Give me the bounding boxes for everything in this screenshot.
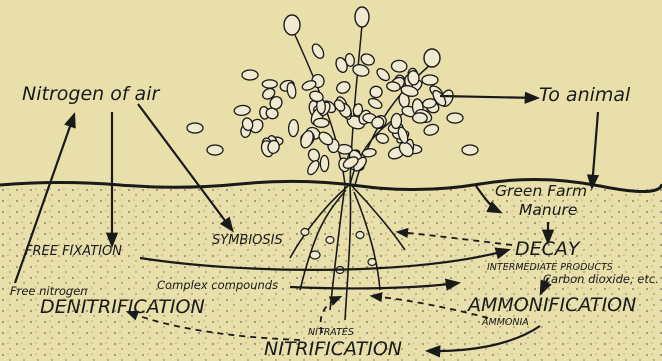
clover-leaf [288, 119, 299, 136]
nitrogen-of-air-label: Nitrogen of air [22, 85, 159, 104]
clover-leaf [423, 123, 440, 137]
clover-leaf [375, 66, 392, 83]
denitrification-label: DENITRIFICATION [40, 298, 205, 317]
ammonia-label: AMMONIA [482, 318, 529, 328]
clover-leaf [412, 112, 427, 123]
decay-label: DECAY [515, 240, 580, 259]
to-animal-label: To animal [539, 86, 630, 105]
clover-leaf [320, 156, 328, 172]
arrow-plant-to-animal [440, 96, 537, 98]
ammonification-label: AMMONIFICATION [468, 296, 636, 315]
clover-leaf [370, 86, 382, 98]
clover-leaf [367, 97, 383, 111]
clover-leaf [234, 105, 251, 116]
clover-leaf [305, 159, 321, 177]
clover-leaf [462, 145, 478, 155]
clover-leaf [207, 145, 223, 155]
clover-leaf [314, 118, 329, 127]
complex-compounds-label: Complex compounds [157, 280, 278, 292]
manure-label: Manure [519, 203, 577, 219]
clover-leaf [422, 75, 438, 85]
clover-leaf [262, 80, 277, 88]
clover-leaf [391, 60, 407, 72]
free-fixation-label: FREE FIXATION [25, 245, 122, 258]
clover-leaf [187, 123, 203, 133]
green-farm-label: Green Farm [495, 184, 587, 200]
clover-leaf [335, 80, 352, 96]
symbiosis-label: SYMBIOSIS [212, 234, 283, 247]
clover-leaf [242, 70, 258, 80]
carbon-dioxide-label: Carbon dioxide, etc. [543, 274, 659, 286]
nitrates-label: NITRATES [308, 328, 354, 338]
clover-leaf [447, 113, 463, 123]
clover-leaf [310, 42, 326, 60]
clover-leaf [286, 82, 297, 99]
nitrification-label: NITRIFICATION [264, 340, 402, 359]
arrow-animal-to-manure [592, 112, 598, 187]
clover-leaf [301, 79, 317, 92]
